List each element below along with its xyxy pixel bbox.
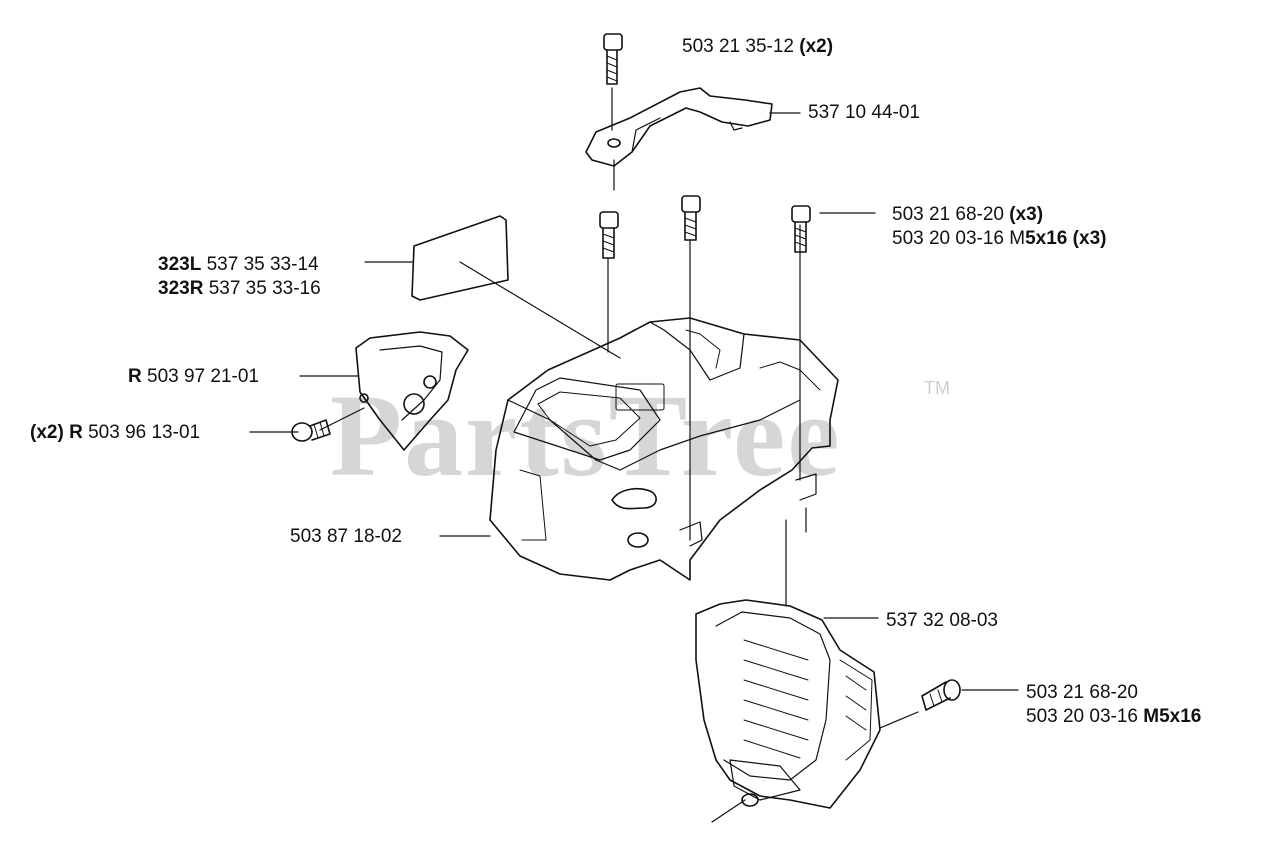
label-screw-group-1: 503 21 68-20 (x3)	[892, 204, 1044, 225]
cover-top-part	[585, 87, 773, 167]
main-cover-part	[489, 317, 839, 581]
sticker	[411, 215, 509, 301]
label-screw-top: 503 21 35-12 (x2)	[682, 36, 834, 57]
label-sticker-r: 323R 537 35 33-16	[158, 278, 321, 299]
side-screw-part	[291, 419, 331, 442]
bottom-cover-part	[695, 599, 881, 809]
bottom-screw-part	[921, 679, 961, 711]
label-side-screw: (x2) R 503 96 13-01	[30, 422, 201, 443]
label-cover-top: 537 10 44-01	[808, 102, 920, 123]
label-bottom-screw-2: 503 20 03-16 M5x16	[1026, 706, 1202, 727]
leader-lines	[249, 87, 1019, 823]
screw-top	[603, 33, 623, 85]
watermark-trademark: TM	[924, 378, 950, 398]
label-side-cover: R 503 97 21-01	[128, 366, 260, 387]
label-main-cover: 503 87 18-02	[290, 526, 402, 547]
side-cover-part	[355, 331, 469, 451]
label-sticker-l: 323L 537 35 33-14	[158, 254, 319, 275]
label-screw-group-2: 503 20 03-16 M5x16 (x3)	[892, 228, 1107, 249]
screw-group	[599, 195, 811, 259]
label-bottom-screw-1: 503 21 68-20	[1026, 682, 1138, 703]
label-bottom-cover: 537 32 08-03	[886, 610, 998, 631]
watermark: PartsTree	[330, 370, 842, 501]
